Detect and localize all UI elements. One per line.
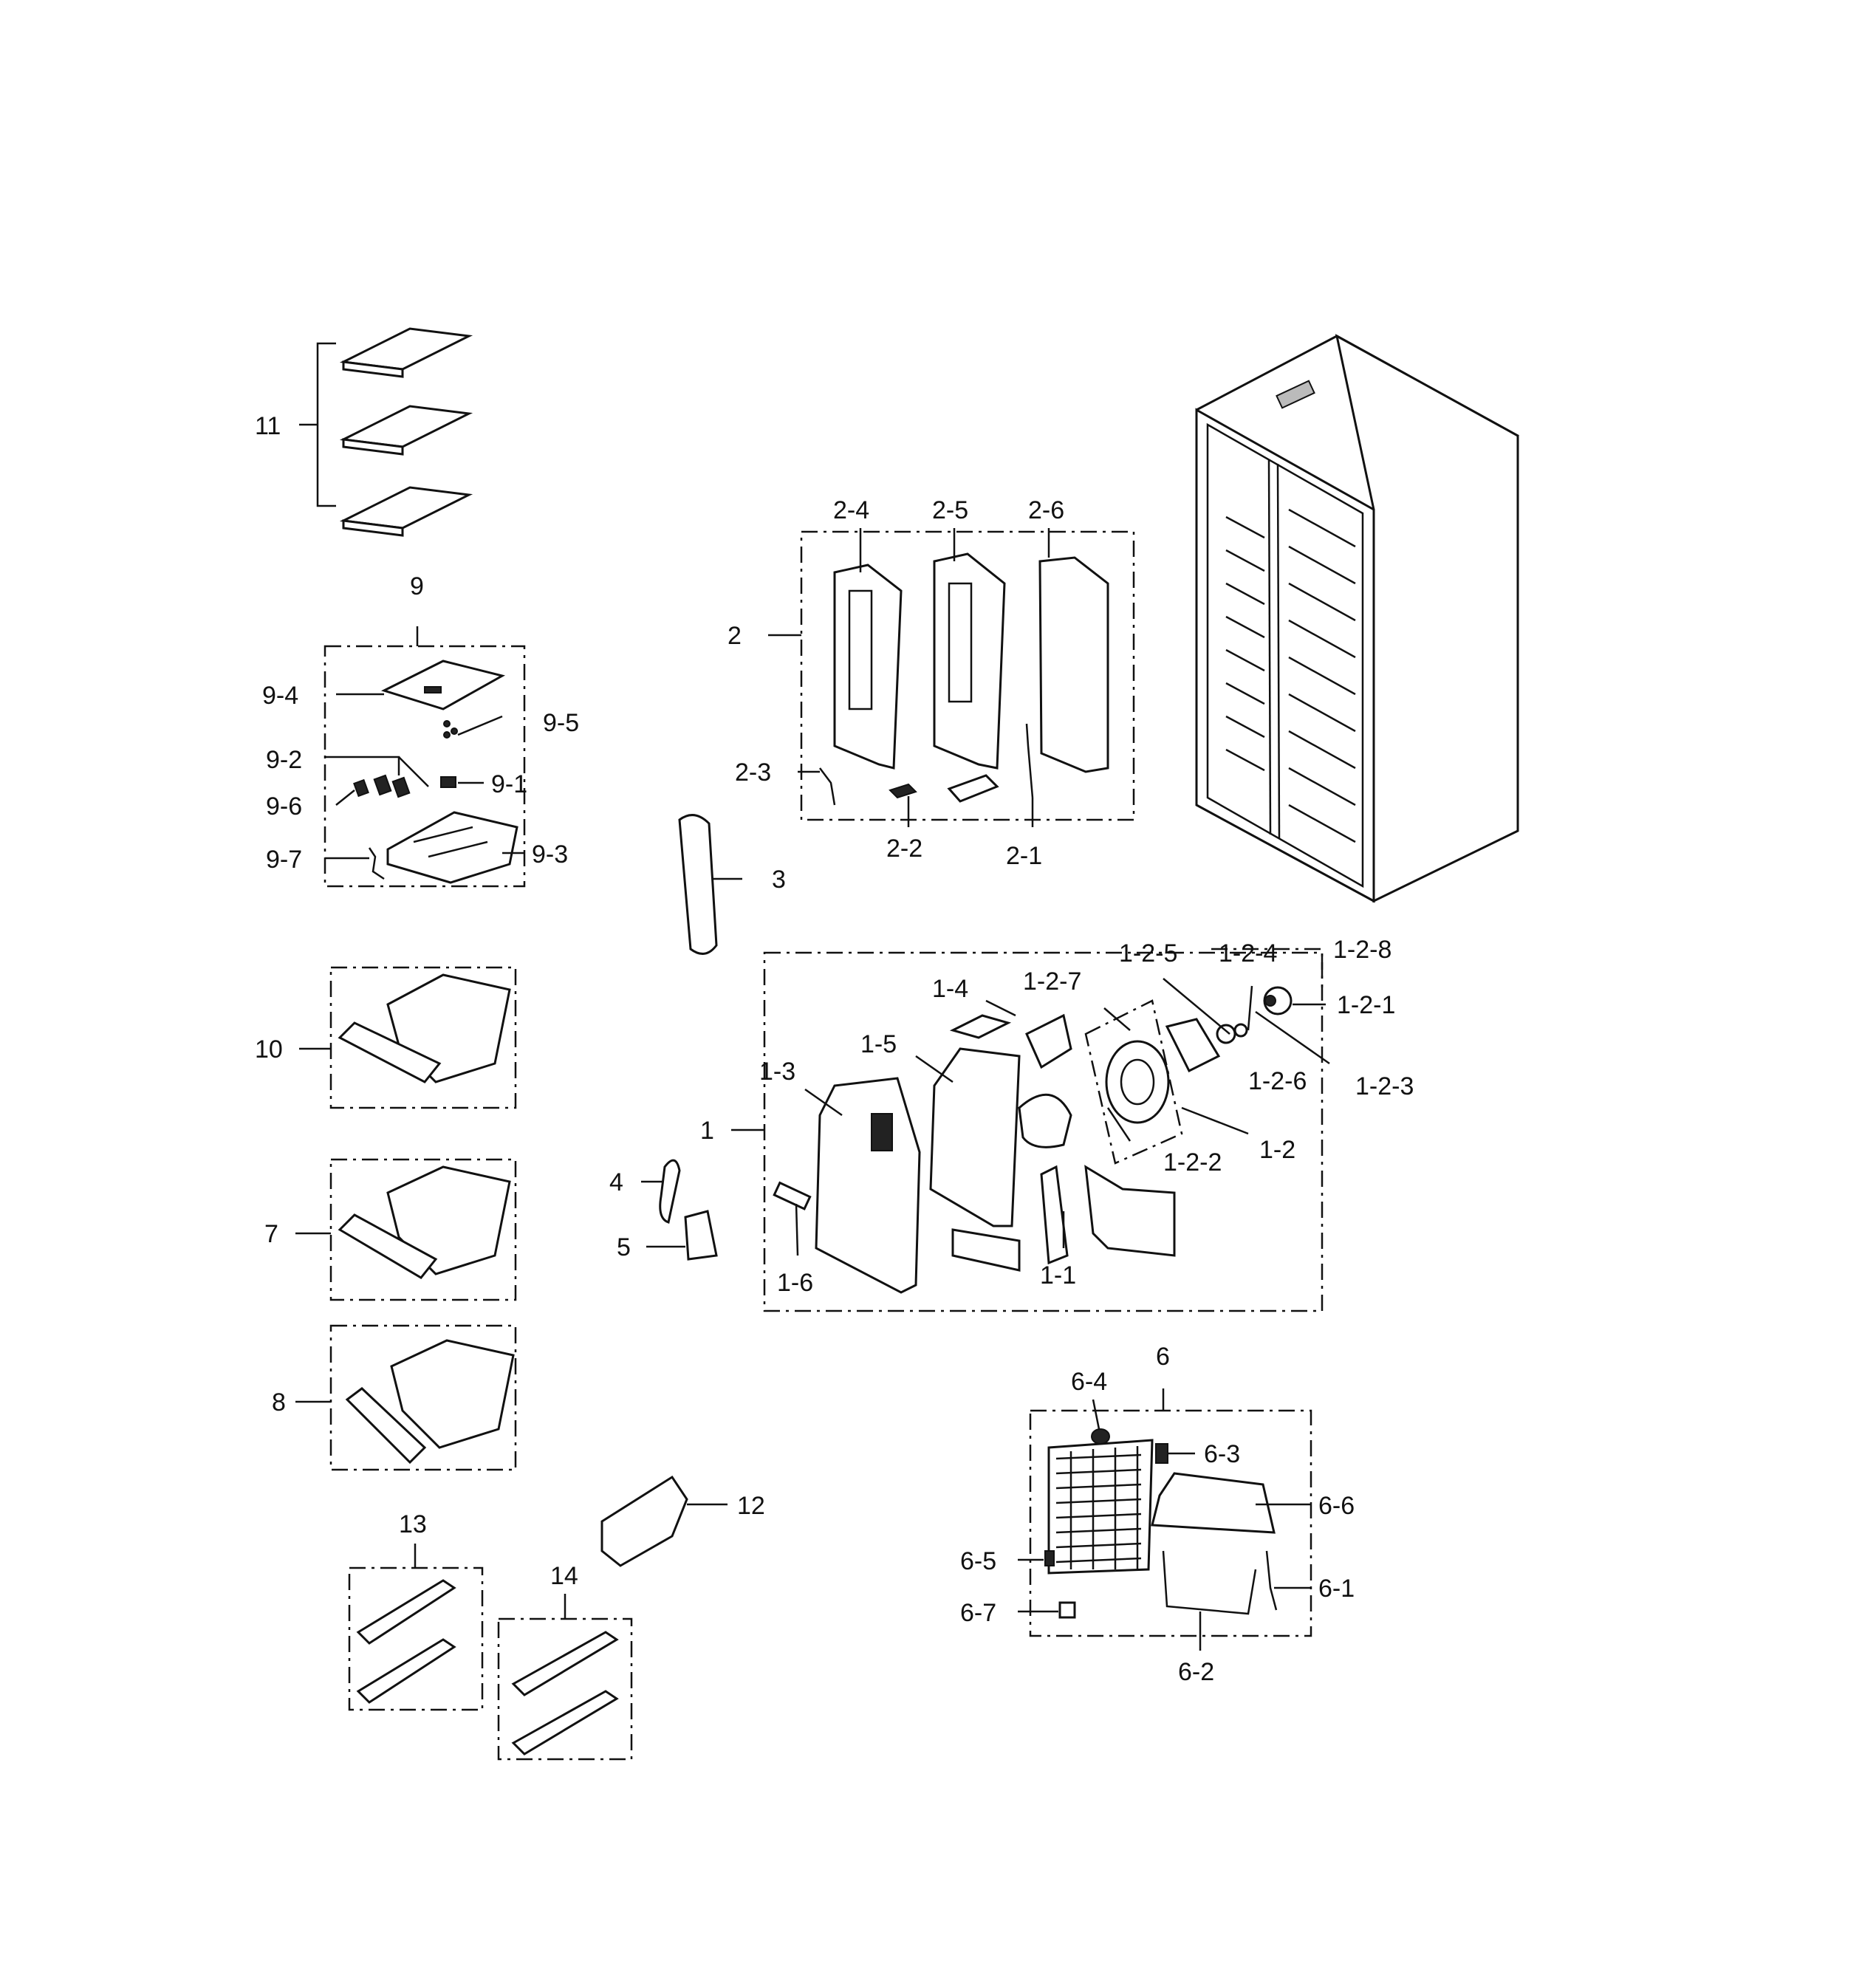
part-6-assembly: [1018, 1388, 1311, 1651]
callout-2-4: 2-4: [833, 496, 869, 524]
callout-6-3: 6-3: [1204, 1440, 1240, 1468]
callout-2: 2: [728, 622, 742, 650]
part-5: [646, 1210, 718, 1261]
callout-6-1: 6-1: [1318, 1575, 1355, 1603]
part-9-assembly: [325, 626, 524, 884]
callout-1-3: 1-3: [759, 1058, 795, 1086]
callout-9-6: 9-6: [266, 792, 302, 821]
callout-8: 8: [272, 1388, 286, 1417]
callout-6-4: 6-4: [1071, 1368, 1107, 1396]
assembly-box-8: [329, 1324, 517, 1471]
callout-2-6: 2-6: [1028, 496, 1064, 524]
callout-1-2-2: 1-2-2: [1163, 1148, 1222, 1176]
callout-6-7: 6-7: [960, 1599, 996, 1627]
crisper-bin-10: [299, 973, 511, 1083]
callout-1-2-8: 1-2-8: [1333, 936, 1391, 964]
callout-10: 10: [255, 1035, 283, 1064]
callout-14: 14: [550, 1562, 578, 1590]
assembly-box-6: [1029, 1409, 1312, 1637]
callout-labels: 11 9 9-4 9-5 9-2 9-1 9-6 9-3 9-7 10 7 8 …: [255, 412, 1414, 1686]
assembly-box-2: [800, 530, 1135, 821]
crisper-bin-7: [295, 1165, 511, 1279]
callout-1-2-7: 1-2-7: [1023, 967, 1081, 996]
callout-1-2-4: 1-2-4: [1219, 939, 1277, 967]
callout-6-2: 6-2: [1178, 1658, 1214, 1686]
rail-set-14: [511, 1594, 619, 1756]
callout-2-1: 2-1: [1006, 842, 1042, 870]
ice-maker-12: [600, 1475, 728, 1567]
assembly-box-10: [329, 966, 517, 1109]
callout-9-4: 9-4: [262, 682, 298, 710]
shelf-group-11: [299, 327, 473, 537]
callout-4: 4: [609, 1168, 623, 1196]
callout-6: 6: [1156, 1343, 1170, 1371]
callout-11: 11: [255, 412, 281, 440]
callout-1-5: 1-5: [860, 1030, 897, 1058]
callout-9-7: 9-7: [266, 846, 302, 874]
callout-9-5: 9-5: [543, 709, 579, 737]
part-2-assembly: [768, 528, 1109, 827]
callout-5: 5: [617, 1233, 631, 1261]
callout-1-1: 1-1: [1040, 1261, 1076, 1289]
callout-1-2-6: 1-2-6: [1248, 1067, 1307, 1095]
callout-13: 13: [399, 1510, 427, 1538]
part-4: [641, 1159, 681, 1224]
callout-6-5: 6-5: [960, 1547, 996, 1575]
part-3-gasket: [678, 814, 742, 955]
callout-1-4: 1-4: [932, 975, 968, 1003]
rail-set-13: [356, 1544, 456, 1704]
callout-2-3: 2-3: [735, 758, 771, 787]
callout-9-2: 9-2: [266, 746, 302, 774]
callout-3: 3: [772, 866, 786, 894]
callout-1-2-3: 1-2-3: [1355, 1072, 1414, 1100]
callout-1-2: 1-2: [1259, 1136, 1295, 1164]
callout-6-6: 6-6: [1318, 1492, 1355, 1520]
callout-1-6: 1-6: [777, 1269, 813, 1297]
assembly-box-1: [763, 951, 1324, 1312]
callout-7: 7: [264, 1220, 278, 1248]
callout-2-2: 2-2: [886, 835, 922, 863]
assembly-box-9: [323, 645, 526, 888]
callout-9: 9: [410, 572, 424, 600]
callout-9-3: 9-3: [532, 840, 568, 869]
callout-2-5: 2-5: [932, 496, 968, 524]
part-1-assembly: [731, 948, 1330, 1294]
callout-9-1: 9-1: [491, 770, 527, 798]
callout-12: 12: [737, 1492, 765, 1520]
callout-1-2-1: 1-2-1: [1337, 991, 1395, 1019]
freezer-bin-8: [295, 1339, 515, 1465]
callout-1-2-5: 1-2-5: [1119, 939, 1177, 967]
callout-1: 1: [700, 1117, 714, 1145]
refrigerator-cabinet: [1195, 334, 1519, 903]
assembly-box-7: [329, 1158, 517, 1301]
